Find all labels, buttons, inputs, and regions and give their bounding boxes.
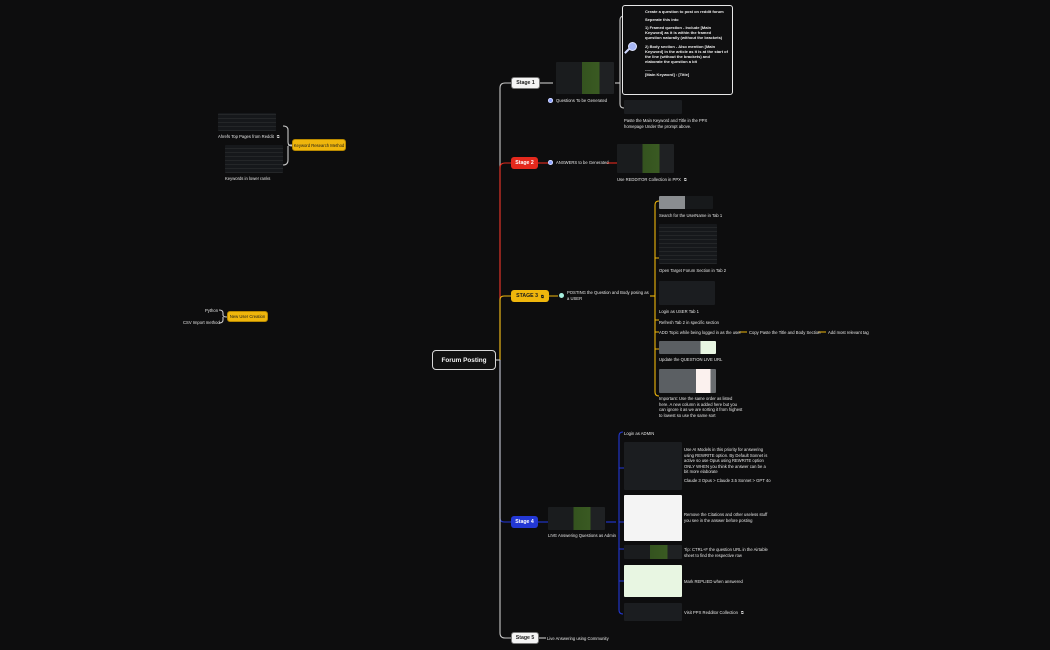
lower-ranks-screenshot: [225, 145, 283, 173]
ahrefs-item[interactable]: Ahrefs Top Pages from Reddit⧉: [218, 134, 280, 139]
stage5-node[interactable]: Stage 5: [511, 632, 539, 644]
redditor-collection-screenshot: [624, 603, 682, 621]
stage3-step-1: Search for the UserName in Tab 1: [659, 213, 723, 218]
visit-ppx-label: Visit PPX Redditor Collection: [684, 610, 738, 615]
root-node[interactable]: Forum Posting: [432, 350, 496, 370]
external-link-icon[interactable]: ⧉: [276, 134, 280, 139]
stage4-step-3: Remove the Citations and other useless s…: [684, 512, 768, 523]
stage4-node[interactable]: Stage 4: [511, 516, 538, 528]
prompt-line: Seperate this into: [645, 17, 679, 23]
ai-models-screenshot: [624, 442, 682, 490]
info-icon: [548, 98, 553, 103]
stage4-step-2: Claude 3 Opus > Claude 3.5 Sonnet > GPT …: [684, 478, 771, 483]
citations-screenshot: [624, 495, 682, 541]
mark-replied-screenshot: [624, 565, 682, 597]
prompt-line: 2) Body section - Also mention [Main Key…: [645, 43, 728, 64]
ahrefs-screenshot: [218, 113, 276, 131]
prompt-line: 1) Framed question - Include [Main Keywo…: [645, 25, 723, 41]
csv-import-item: CSV Import method: [183, 320, 220, 325]
stage3-step-6: Update the QUESTION LIVE URL: [659, 357, 723, 362]
prompt-line: [Main Keyword] : [Title]: [645, 71, 690, 77]
stage1-node[interactable]: Stage 1: [511, 77, 540, 89]
redditor-collection-label: Use REDDITOR Collection in PPX: [617, 177, 681, 182]
magnifier-icon: [628, 42, 637, 51]
stage3-step-5: ADD Topic while being logged in as the u…: [659, 330, 741, 335]
redditor-collection-link[interactable]: Use REDDITOR Collection in PPX⧉: [617, 177, 687, 182]
forum-section-screenshot: [659, 224, 717, 264]
ahrefs-label: Ahrefs Top Pages from Reddit: [218, 134, 274, 139]
stage3-topic: POSTING the Question and Body posing as …: [567, 290, 649, 301]
prompt-line: -----: [645, 66, 652, 72]
airtable-screenshot: [624, 545, 682, 559]
login-admin-step: Login as ADMIN: [624, 431, 655, 436]
info-icon: [559, 293, 564, 298]
live-url-screenshot: [659, 341, 716, 354]
paste-note: Paste the Main Keyword and Title in the …: [624, 118, 708, 129]
visit-ppx-link[interactable]: Visit PPX Redditor Collection⧉: [684, 610, 744, 615]
keyword-research-node[interactable]: Keyword Research Method: [292, 139, 346, 151]
external-link-icon[interactable]: ⧉: [740, 610, 744, 615]
python-item: Python: [205, 308, 219, 313]
copy-paste-step: Copy Paste the Title and Body Section: [749, 330, 821, 335]
ppx-homepage-screenshot: [624, 100, 682, 114]
stage1-label: Stage 1: [516, 80, 535, 86]
sort-order-screenshot: [659, 369, 716, 393]
stage5-label: Stage 5: [515, 635, 535, 641]
stage1-topic: Questions To be Generated: [556, 98, 608, 103]
prompt-line: Create a question to post on reddit foru…: [645, 9, 724, 14]
stage3-step-2: Open Target Forum Section in Tab 2: [659, 268, 727, 273]
lower-ranks-item: Keywords in lower ranks: [225, 176, 271, 181]
root-label: Forum Posting: [441, 356, 487, 364]
redditor-collection-screenshot: [617, 144, 674, 173]
stage3-label: STAGE 3: [516, 293, 538, 299]
stage2-label: Stage 2: [515, 160, 534, 166]
stage2-topic: ANSWERS to be Generated: [556, 160, 609, 165]
prompt-card: Create a question to post on reddit foru…: [622, 5, 733, 95]
stage4-topic: LIVE Answering Questions as Admin: [548, 533, 616, 538]
login-user-screenshot: [659, 281, 715, 305]
stage4-step-4: Tip: CTRL+F the question URL in the Airt…: [684, 547, 768, 558]
stage4-step-5: Mark REPLIED when answered: [684, 579, 743, 584]
new-user-creation-label: New User Creation: [229, 314, 266, 319]
add-tag-step: Add most relevant tag: [828, 330, 869, 335]
stage5-topic: Live Answering using Community: [547, 636, 609, 641]
external-link-icon[interactable]: ⧉: [683, 177, 687, 182]
stage3-step-4: Refresh Tab 2 in specific section: [659, 320, 719, 325]
stage3-node[interactable]: STAGE 3⧉: [511, 290, 549, 302]
external-link-icon[interactable]: ⧉: [540, 293, 544, 299]
search-username-screenshot: [659, 196, 713, 209]
magnifier-handle: [624, 48, 630, 54]
stage1-screenshot: [556, 62, 614, 94]
stage3-step-3: Login as USER Tab 1: [659, 309, 699, 314]
stage4-step-1: Use AI Models in this priority for answe…: [684, 447, 768, 475]
info-icon: [548, 160, 553, 165]
keyword-research-label: Keyword Research Method: [293, 142, 345, 148]
stage2-node[interactable]: Stage 2: [511, 157, 538, 169]
new-user-creation-node[interactable]: New User Creation: [227, 311, 268, 322]
stage3-step-7: Important: Use the same order as listed …: [659, 396, 743, 418]
admin-answer-screenshot: [548, 507, 605, 530]
stage4-label: Stage 4: [515, 519, 534, 525]
